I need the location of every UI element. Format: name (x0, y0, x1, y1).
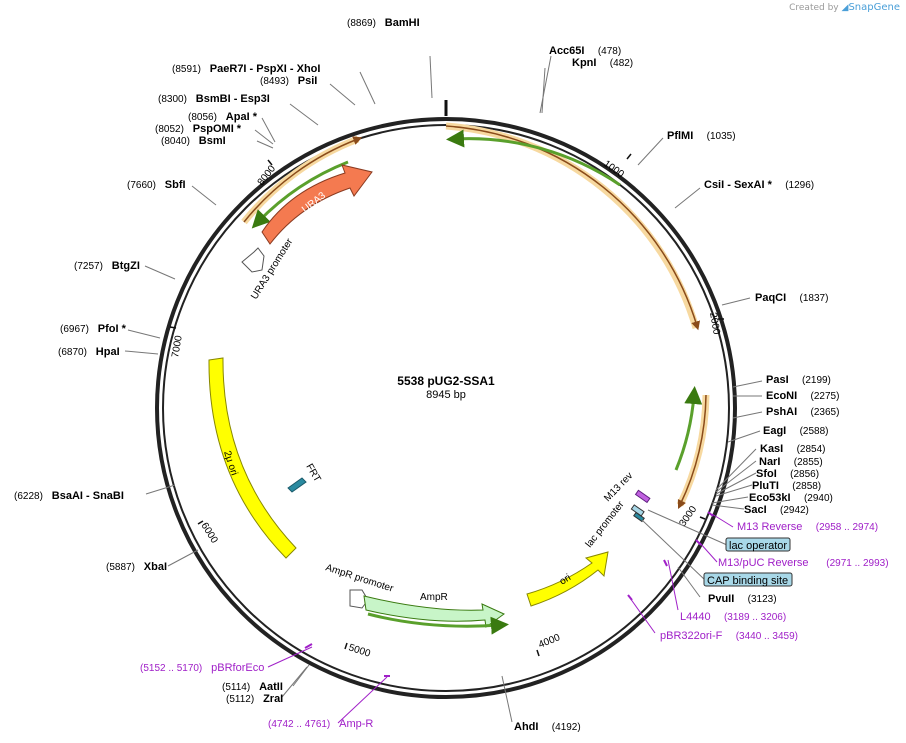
frt-label: FRT (303, 462, 322, 484)
backbone-outer-ring (155, 117, 737, 699)
enzyme-label-aatii: (5114) AatII (222, 681, 283, 693)
tick-7000: 7000 (170, 334, 185, 358)
tick-marks (169, 153, 724, 657)
enzyme-label-zrai: (5112) ZraI (226, 693, 284, 705)
cap-binding-site-box (703, 572, 793, 587)
enzyme-label-btgzi: (7257) BtgZI (74, 260, 140, 272)
m13-rev-feature (634, 489, 651, 504)
primer-markers (304, 511, 714, 677)
enzyme-label-paqci: PaqCI (1837) (755, 292, 829, 304)
tick-6000: 6000 (198, 521, 219, 546)
ssa1-orf-arc (445, 122, 700, 329)
two-mu-ori-feature (208, 357, 297, 559)
frt-feature (287, 477, 307, 493)
enzyme-label-hpai: (6870) HpaI (58, 346, 120, 358)
snapgene-credit: Created by ◢SnapGene (789, 2, 900, 13)
enzyme-label-psii: (8493) PsiI (260, 75, 318, 87)
enzyme-label-bsmbi: (8300) BsmBI - Esp3I (158, 93, 270, 105)
primer-label-m13-puc-reverse: M13/pUC Reverse (2971 .. 2993) (718, 557, 889, 569)
primer-label-m13-reverse: M13 Reverse (2958 .. 2974) (737, 521, 879, 533)
enzyme-label-econi: EcoNI (2275) (766, 390, 840, 402)
ampr-label: AmpR (420, 592, 448, 603)
credit-prefix: Created by (789, 3, 839, 13)
enzyme-label-saci: SacI (2942) (744, 504, 809, 516)
tick-5000: 5000 (347, 642, 372, 659)
plasmid-name: 5538 pUG2-SSA1 (397, 374, 495, 388)
primer-label-l4440: L4440 (3189 .. 3206) (680, 611, 787, 623)
enzyme-label-kpni: KpnI (482) (572, 57, 634, 69)
boxed-leader-lines (641, 509, 728, 581)
enzyme-label-paer7i: (8591) PaeR7I - PspXI - XhoI (172, 63, 321, 75)
enzyme-label-sbfi: (7660) SbfI (127, 179, 186, 191)
snapgene-logo-icon: ◢ (841, 3, 849, 13)
enzyme-label-nari: NarI (2855) (759, 456, 823, 468)
tick-2000: 2000 (707, 312, 722, 336)
enzyme-label-ahdi: AhdI (4192) (514, 721, 581, 733)
enzyme-label-bsaai: (6228) BsaAI - SnaBI (14, 490, 124, 502)
ori-label: ori (558, 572, 573, 587)
ura3-feature (261, 164, 373, 245)
tick-4000: 4000 (537, 632, 562, 651)
enzyme-label-sfoi: SfoI (2856) (756, 468, 820, 480)
lac-operator-box-label: lac operator (729, 540, 787, 552)
enzyme-label-bsmi: (8040) BsmI (161, 135, 226, 147)
plasmid-size: 8945 bp (426, 389, 466, 401)
enzyme-label-acc65i: Acc65I (478) (549, 45, 622, 57)
right-orf-line (677, 394, 707, 510)
ssa1-orf-line (445, 125, 701, 331)
enzyme-label-kasi: KasI (2854) (760, 443, 826, 455)
m13-rev-label: M13 rev (602, 470, 635, 504)
lac-promoter-label: lac promoter (584, 499, 627, 550)
primer-label-pbrforeco: (5152 .. 5170) pBRforEco (140, 662, 265, 674)
enzyme-label-pluti: PluTI (2858) (752, 480, 822, 492)
lac-promoter-feature (633, 511, 645, 523)
ura3-promoter-arrow (241, 247, 265, 273)
enzyme-label-xbai: (5887) XbaI (106, 561, 168, 573)
lac-operator-box (725, 537, 791, 552)
inner-green-arc-top (446, 129, 621, 187)
enzyme-label-apai: (8056) ApaI * (188, 111, 257, 123)
enzyme-label-pflmi: PflMI (1035) (667, 130, 736, 142)
primer-label-pbr322ori-f: pBR322ori-F (3440 .. 3459) (660, 630, 798, 642)
enzyme-label-pfoi: (6967) PfoI * (60, 323, 126, 335)
right-green-arc (674, 386, 703, 471)
primer-label-amp-r: (4742 .. 4761) Amp-R (268, 718, 374, 730)
ampr-green-arc (367, 612, 509, 635)
ori-feature (526, 551, 609, 607)
backbone-inner-ring (162, 124, 730, 692)
enzyme-label-eagi: EagI (2588) (763, 425, 829, 437)
enzyme-label-csii: CsiI - SexAI * (1296) (704, 179, 815, 191)
cap-binding-site-box-label: CAP binding site (707, 575, 788, 587)
upper-left-green-arc (251, 160, 349, 229)
primer-leader-lines (267, 513, 734, 724)
enzyme-label-pshai: PshAI (2365) (766, 406, 840, 418)
enzyme-label-pspomi: (8052) PspOMI * (155, 123, 242, 135)
enzyme-label-eco53ki: Eco53kI (2940) (749, 492, 833, 504)
enzyme-label-pasi: PasI (2199) (766, 374, 831, 386)
credit-brand: SnapGene (848, 2, 900, 13)
enzyme-label-bamhi: (8869) BamHI (347, 17, 420, 29)
enzyme-label-pvuii: PvuII (3123) (708, 593, 777, 605)
enzyme-leader-lines (124, 55, 763, 723)
